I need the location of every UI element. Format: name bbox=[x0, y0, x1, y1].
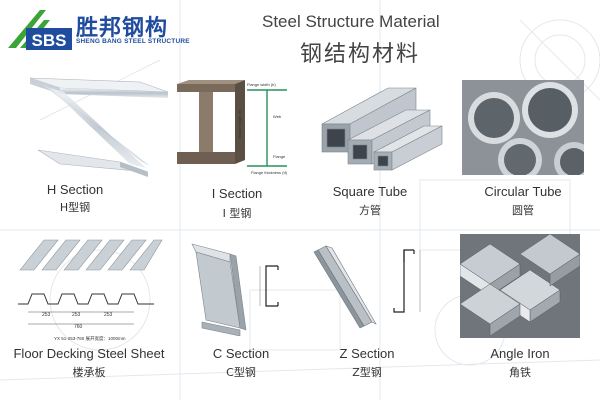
product-label-cn: 圆管 bbox=[512, 204, 534, 217]
deck-dim-a: 253 bbox=[42, 312, 51, 318]
logo-name-cn: 胜邦钢构 bbox=[76, 16, 169, 41]
page-title-en: Steel Structure Material bbox=[262, 12, 440, 31]
product-label-cn: Z型钢 bbox=[352, 366, 382, 379]
i-section-diagram: Flange width (b) Beam height (h) Web Fla… bbox=[237, 82, 288, 175]
square-tube-image bbox=[321, 87, 443, 171]
deck-dim-c: 253 bbox=[104, 312, 113, 318]
product-label-en: Circular Tube bbox=[484, 184, 562, 199]
product-label-cn: 方管 bbox=[359, 204, 381, 217]
deck-caption: YX 51-253-760 展开宽度：1000mm bbox=[54, 335, 126, 342]
brand-logo[interactable]: SBS 胜邦钢构 SHENG BANG STEEL STRUCTURE bbox=[6, 8, 191, 54]
product-label-en: Square Tube bbox=[332, 184, 408, 199]
floor-decking-image: 253 253 253 760 YX 51-253-760 展开宽度：1000m… bbox=[18, 239, 163, 342]
c-section-image bbox=[191, 243, 279, 336]
z-section-image bbox=[313, 245, 421, 329]
product-z-section[interactable] bbox=[310, 236, 440, 336]
product-square-tube[interactable] bbox=[318, 80, 443, 175]
product-label-cn: 角铁 bbox=[509, 366, 531, 379]
product-c-section[interactable] bbox=[182, 236, 300, 336]
product-label-cn: C型钢 bbox=[226, 366, 256, 379]
i-flange-label: Flange bbox=[273, 154, 286, 159]
logo-mark-text: SBS bbox=[32, 31, 67, 50]
logo-name-en: SHENG BANG STEEL STRUCTURE bbox=[76, 38, 190, 45]
deck-total: 760 bbox=[74, 324, 83, 330]
h-section-image bbox=[29, 77, 169, 177]
i-section-image bbox=[177, 80, 245, 164]
circular-tube-image bbox=[462, 80, 584, 175]
i-beam-height-label: Beam height (h) bbox=[237, 109, 242, 138]
product-circular-tube[interactable] bbox=[462, 80, 584, 175]
product-h-section[interactable] bbox=[20, 70, 170, 180]
angle-iron-image bbox=[460, 234, 580, 338]
product-label-en: C Section bbox=[212, 346, 270, 361]
product-floor-decking[interactable]: 253 253 253 760 YX 51-253-760 展开宽度：1000m… bbox=[14, 232, 164, 344]
i-flange-top-label: Flange width (b) bbox=[247, 82, 276, 87]
product-label-en: H Section bbox=[46, 182, 104, 197]
product-label-cn: I 型钢 bbox=[222, 207, 252, 220]
product-label-cn: 楼承板 bbox=[72, 366, 106, 379]
product-label-en: Floor Decking Steel Sheet bbox=[13, 346, 165, 361]
product-angle-iron[interactable] bbox=[460, 234, 580, 338]
product-label-en: Angle Iron bbox=[490, 346, 550, 361]
deck-dim-b: 253 bbox=[72, 312, 81, 318]
product-label-cn: H型钢 bbox=[59, 201, 91, 214]
sbs-logo-mark-icon: SBS bbox=[8, 10, 72, 50]
product-label-en: I Section bbox=[211, 186, 263, 201]
product-label-en: Z Section bbox=[339, 346, 395, 361]
page-title-cn: 钢结构材料 bbox=[300, 42, 421, 67]
i-flange-thk-label: Flange thickness (tf) bbox=[251, 170, 288, 175]
product-i-section[interactable]: Flange width (b) Beam height (h) Web Fla… bbox=[175, 78, 305, 178]
i-web-label: Web bbox=[273, 114, 282, 119]
